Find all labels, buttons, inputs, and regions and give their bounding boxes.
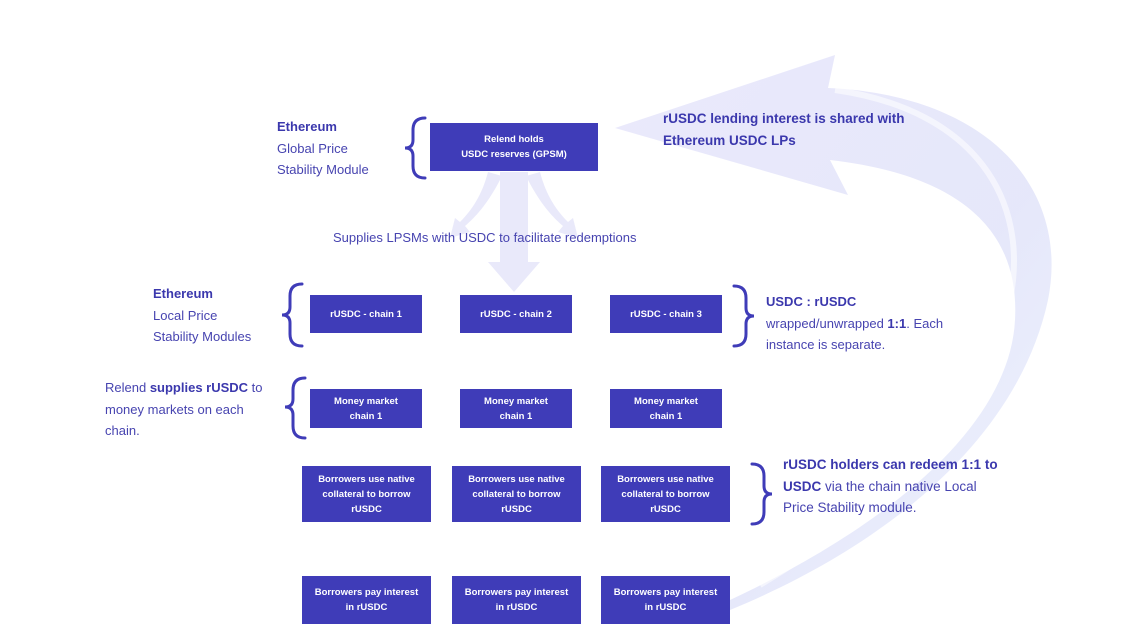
chain-box-3: rUSDC - chain 3 <box>610 295 722 333</box>
interest-line1: Borrowers pay interest <box>314 587 419 598</box>
large-curved-arrow-highlight <box>758 87 1017 588</box>
gpsm-box-line1: Relend holds <box>484 134 544 145</box>
interest-line2: in rUSDC <box>495 602 538 613</box>
gpsm-box-line2: USDC reserves (GPSM) <box>461 149 567 160</box>
brace-ratio-icon <box>732 284 755 348</box>
borrow-line1: Borrowers use native <box>468 473 565 485</box>
money-market-note: Relend supplies rUSDC to money markets o… <box>105 377 263 442</box>
money-market-line2: chain 1 <box>349 410 383 422</box>
borrow-box-3: Borrowers use native collateral to borro… <box>601 466 730 522</box>
money-market-note-line3: chain. <box>105 423 140 438</box>
gpsm-box: Relend holds USDC reserves (GPSM) <box>430 123 598 171</box>
money-market-box-3: Money market chain 1 <box>610 389 722 428</box>
chain-box-label: rUSDC - chain 2 <box>480 308 552 320</box>
borrow-line2: collateral to borrow <box>322 488 411 500</box>
money-market-note-prefix: Relend <box>105 380 150 395</box>
interest-line2: in rUSDC <box>345 602 388 613</box>
interest-box-3: Borrowers pay interest in rUSDC <box>601 576 730 624</box>
money-market-note-bold: supplies rUSDC <box>149 380 249 395</box>
interest-box-2: Borrowers pay interest in rUSDC <box>452 576 581 624</box>
money-market-note-suffix: to <box>248 380 263 395</box>
ratio-note-line3: instance is separate. <box>766 337 886 352</box>
interest-shared-note: rUSDC lending interest is shared with Et… <box>663 108 905 151</box>
lpsm-label-line2: Local Price <box>153 307 218 323</box>
interest-line2: in rUSDC <box>644 602 687 613</box>
redeem-note: rUSDC holders can redeem 1:1 to USDC via… <box>783 454 998 519</box>
money-market-line1: Money market <box>634 395 698 407</box>
money-market-box-1: Money market chain 1 <box>310 389 422 428</box>
redeem-note-line3: Price Stability module. <box>783 500 917 515</box>
money-market-line1: Money market <box>484 395 548 407</box>
ratio-note-line2: wrapped/unwrapped 1:1. Each <box>766 313 943 335</box>
brace-gpsm-icon <box>404 116 427 180</box>
borrow-box-2: Borrowers use native collateral to borro… <box>452 466 581 522</box>
redeem-note-line1: rUSDC holders can redeem 1:1 to <box>783 457 998 472</box>
lpsm-label-title: Ethereum <box>153 286 213 301</box>
borrow-line3: rUSDC <box>501 503 532 515</box>
chain-box-label: rUSDC - chain 1 <box>330 308 402 320</box>
lpsm-label-line3: Stability Modules <box>153 329 252 344</box>
ratio-note-title: USDC : rUSDC <box>766 294 857 309</box>
redeem-note-line2: USDC via the chain native Local <box>783 476 998 498</box>
interest-line1: Borrowers pay interest <box>613 587 718 598</box>
interest-line1: Borrowers pay interest <box>464 587 569 598</box>
redeem-note-line2-suffix: via the chain native Local <box>821 478 977 494</box>
ratio-note-line2-prefix: wrapped/unwrapped <box>766 315 888 331</box>
chain-box-2: rUSDC - chain 2 <box>460 295 572 333</box>
money-market-line1: Money market <box>334 395 398 407</box>
brace-money-market-icon <box>284 376 307 440</box>
large-curved-arrow-icon <box>615 55 1052 610</box>
gpsm-label-title: Ethereum <box>277 119 337 134</box>
interest-box-1: Borrowers pay interest in rUSDC <box>302 576 431 624</box>
money-market-line2: chain 1 <box>649 410 683 422</box>
borrow-box-1: Borrowers use native collateral to borro… <box>302 466 431 522</box>
borrow-line1: Borrowers use native <box>318 473 415 485</box>
money-market-note-line1: Relend supplies rUSDC to <box>105 377 263 399</box>
three-way-down-arrow-icon <box>450 172 578 292</box>
gpsm-label-line3: Stability Module <box>277 162 369 177</box>
ratio-note-line2-suffix: . Each <box>906 315 944 331</box>
chain-box-1: rUSDC - chain 1 <box>310 295 422 333</box>
ratio-note-line2-bold: 1:1 <box>887 315 907 331</box>
lpsm-label: Ethereum Local Price Stability Modules <box>153 283 251 348</box>
supplies-lpsm-note: Supplies LPSMs with USDC to facilitate r… <box>333 230 637 245</box>
brace-lpsm-icon <box>281 282 304 348</box>
borrow-line2: collateral to borrow <box>472 488 561 500</box>
money-market-line2: chain 1 <box>499 410 533 422</box>
redeem-note-bold2: USDC <box>783 478 822 494</box>
ratio-note: USDC : rUSDC wrapped/unwrapped 1:1. Each… <box>766 291 943 356</box>
interest-shared-line2: Ethereum USDC LPs <box>663 132 796 148</box>
borrow-line3: rUSDC <box>650 503 681 515</box>
chain-box-label: rUSDC - chain 3 <box>630 308 702 320</box>
money-market-box-2: Money market chain 1 <box>460 389 572 428</box>
brace-redeem-icon <box>750 462 773 526</box>
gpsm-label-line2: Global Price <box>277 140 348 156</box>
borrow-line2: collateral to borrow <box>621 488 710 500</box>
money-market-note-line2: money markets on each <box>105 401 244 417</box>
borrow-line1: Borrowers use native <box>617 473 714 485</box>
borrow-line3: rUSDC <box>351 503 382 515</box>
gpsm-label: Ethereum Global Price Stability Module <box>277 116 369 181</box>
interest-shared-line1: rUSDC lending interest is shared with <box>663 111 905 126</box>
